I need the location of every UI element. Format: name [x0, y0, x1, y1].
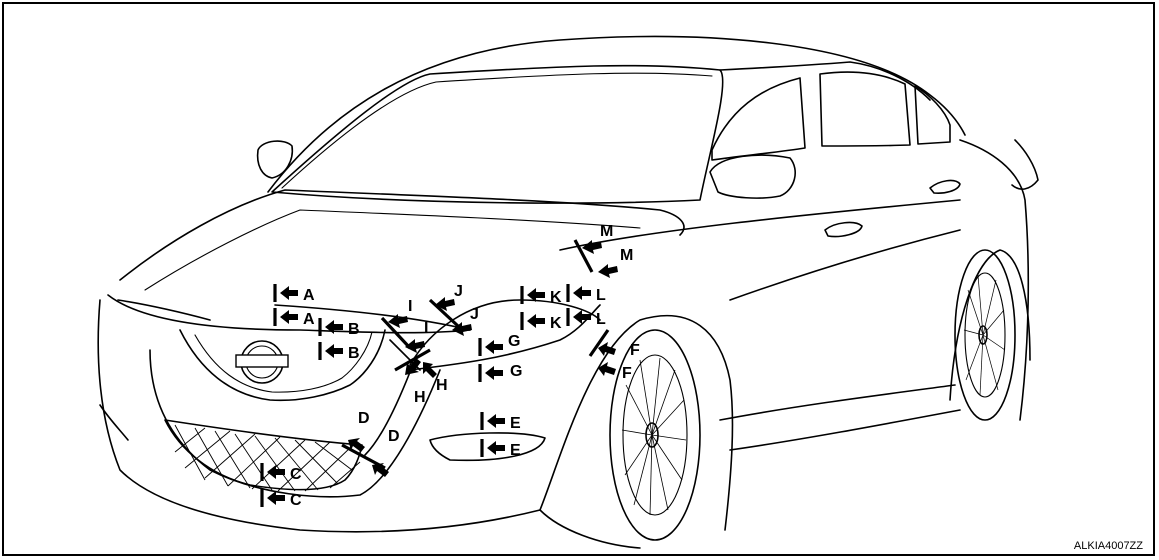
front-wheel — [609, 329, 701, 541]
figure-code: ALKIA4007ZZ — [1073, 540, 1143, 552]
callout-label-A1: A — [303, 287, 315, 304]
callout-label-H2: H — [414, 389, 426, 406]
callout-labels: A A B B C C D D E E F F G G H H I I J J … — [290, 223, 640, 509]
callout-label-L1: L — [596, 287, 606, 304]
callout-label-H1: H — [436, 377, 448, 394]
callout-label-G1: G — [508, 333, 520, 350]
callout-label-F1: F — [630, 342, 640, 359]
callout-label-I1: I — [408, 298, 412, 315]
callout-label-J2: J — [470, 306, 479, 323]
callout-label-E2: E — [510, 442, 521, 459]
callout-label-K2: K — [550, 315, 562, 332]
callout-label-M2: M — [620, 247, 633, 264]
rear-wheel — [954, 249, 1016, 421]
callout-label-K1: K — [550, 289, 562, 306]
callout-label-B2: B — [348, 345, 360, 362]
callout-label-C1: C — [290, 466, 302, 483]
callout-label-F2: F — [622, 365, 632, 382]
car-outline — [97, 35, 1039, 549]
callout-label-J1: J — [454, 283, 463, 300]
callout-label-D1: D — [358, 410, 370, 427]
callout-label-B1: B — [348, 321, 360, 338]
callout-label-G2: G — [510, 363, 522, 380]
callout-label-A2: A — [303, 311, 315, 328]
callout-label-E1: E — [510, 415, 521, 432]
callout-label-D2: D — [388, 428, 400, 445]
callout-label-C2: C — [290, 492, 302, 509]
callout-label-I2: I — [424, 320, 428, 337]
callout-arrows — [267, 240, 618, 505]
callout-label-M1: M — [600, 223, 613, 240]
callout-label-L2: L — [596, 311, 606, 328]
